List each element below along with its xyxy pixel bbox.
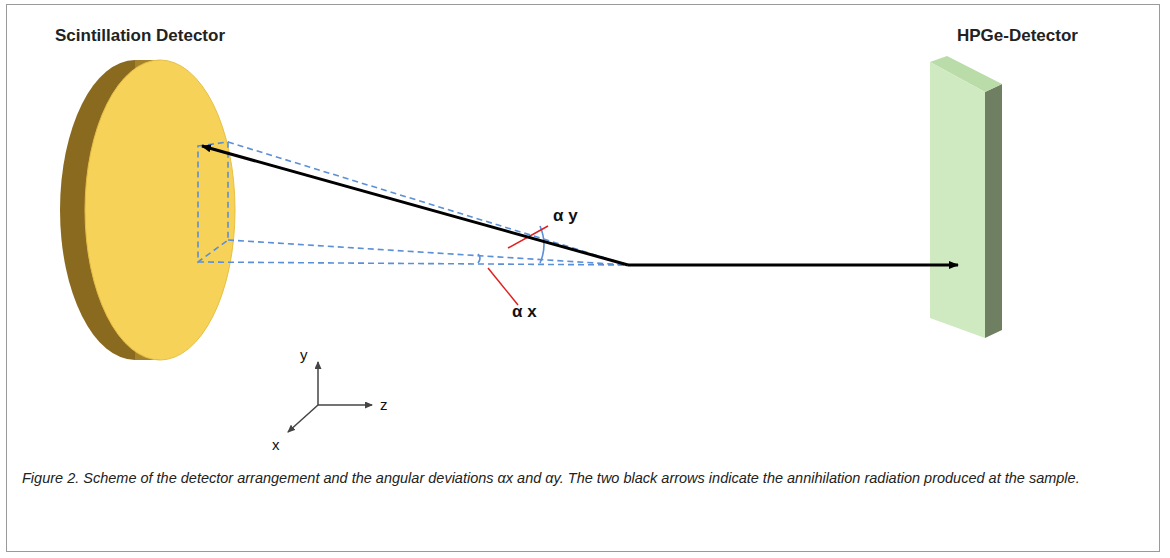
detector-title: HPGe-Detector	[957, 26, 1078, 46]
radiation-arrow	[628, 264, 958, 267]
radiation-arrow	[202, 146, 628, 265]
figure-caption: Figure 2. Scheme of the detector arrange…	[22, 468, 1142, 488]
angle-pyramid	[198, 142, 628, 265]
angle-label: α y	[553, 206, 578, 226]
detector-shape	[915, 28, 1130, 348]
hpge-detector: HPGe-Detector	[915, 28, 1130, 348]
detector-title: Scintillation Detector	[55, 26, 225, 46]
angle-label: α x	[512, 302, 537, 322]
scintillation-detector: Scintillation Detector	[45, 28, 275, 373]
leader-line	[488, 268, 518, 305]
detector-shape	[45, 28, 275, 373]
axis-label: x	[272, 436, 280, 453]
angle-arc	[540, 226, 544, 263]
axes	[288, 362, 372, 432]
axis-label: y	[300, 346, 308, 363]
axis-label: z	[380, 396, 388, 413]
angle-arc	[478, 254, 480, 263]
